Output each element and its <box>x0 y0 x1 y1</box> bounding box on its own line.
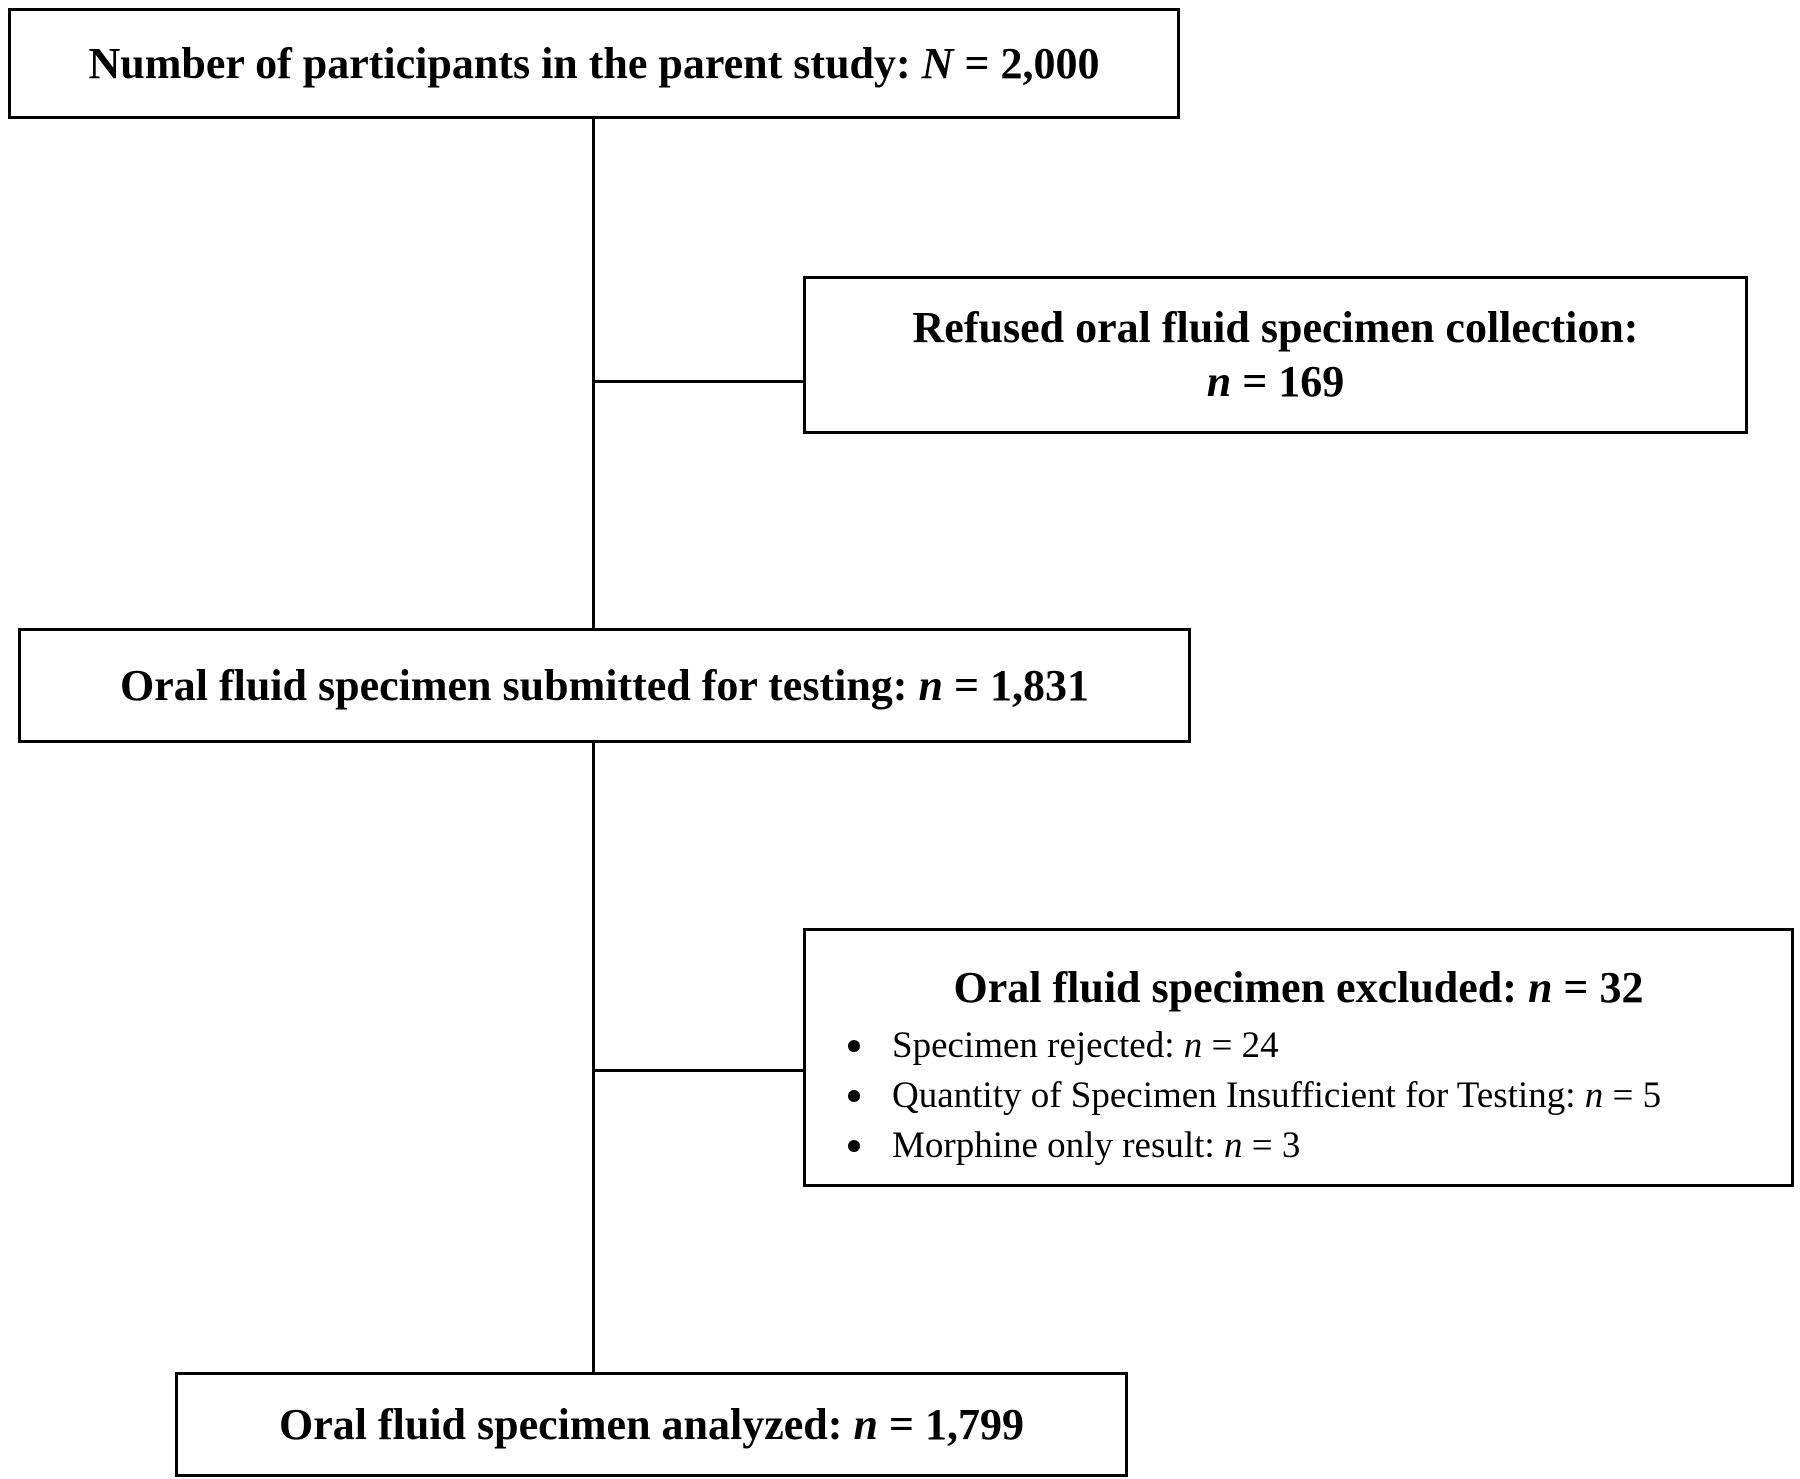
reason-value: 3 <box>1281 1125 1301 1166</box>
submitted-text: Oral fluid specimen submitted for testin… <box>120 659 1089 713</box>
analyzed-label: Oral fluid specimen analyzed: <box>279 1399 843 1449</box>
reason-equals: = <box>1211 1025 1233 1066</box>
refused-count: n = 169 <box>1207 355 1345 409</box>
excluded-label: Oral fluid specimen excluded: <box>953 963 1517 1012</box>
parent-study-equals: = <box>964 38 990 88</box>
parent-study-text: Number of participants in the parent stu… <box>88 37 1099 91</box>
connector-to-excluded <box>592 1069 805 1072</box>
reason-n-symbol: n <box>1223 1125 1243 1166</box>
excluded-reason-item: Morphine only result: n = 3 <box>806 1121 1661 1171</box>
reason-label: Morphine only result: <box>892 1125 1215 1166</box>
submitted-value: 1,831 <box>990 660 1090 710</box>
reason-label: Specimen rejected: <box>892 1025 1175 1066</box>
reason-n-symbol: n <box>1584 1075 1604 1116</box>
submitted-label: Oral fluid specimen submitted for testin… <box>119 660 908 710</box>
refused-equals: = <box>1242 357 1268 406</box>
excluded-n-symbol: n <box>1527 963 1553 1012</box>
analyzed-equals: = <box>888 1399 914 1449</box>
connector-submitted-to-analyzed <box>592 741 595 1374</box>
excluded-equals: = <box>1563 963 1589 1012</box>
bullet-icon <box>848 1090 860 1102</box>
excluded-title: Oral fluid specimen excluded: n = 32 <box>954 961 1644 1015</box>
excluded-reason-item: Quantity of Specimen Insufficient for Te… <box>806 1071 1661 1121</box>
analyzed-value: 1,799 <box>925 1399 1024 1449</box>
submitted-n-symbol: n <box>918 660 943 710</box>
bullet-icon <box>848 1040 860 1052</box>
connector-parent-to-submitted <box>592 117 595 630</box>
excluded-box: Oral fluid specimen excluded: n = 32 Spe… <box>803 928 1794 1187</box>
excluded-value: 32 <box>1599 963 1644 1012</box>
reason-value: 5 <box>1642 1075 1662 1116</box>
analyzed-n-symbol: n <box>853 1399 878 1449</box>
reason-n-symbol: n <box>1183 1025 1203 1066</box>
refused-value: 169 <box>1278 357 1345 406</box>
submitted-equals: = <box>953 660 980 710</box>
parent-study-box: Number of participants in the parent stu… <box>8 8 1180 119</box>
connector-to-refused <box>592 380 805 383</box>
refused-box: Refused oral fluid specimen collection: … <box>803 276 1748 434</box>
reason-value: 24 <box>1241 1025 1279 1066</box>
reason-equals: = <box>1251 1125 1273 1166</box>
analyzed-text: Oral fluid specimen analyzed: n = 1,799 <box>279 1398 1024 1452</box>
reason-label: Quantity of Specimen Insufficient for Te… <box>892 1075 1576 1116</box>
parent-study-value: 2,000 <box>1000 38 1100 88</box>
parent-study-n-symbol: N <box>921 38 954 88</box>
parent-study-label: Number of participants in the parent stu… <box>88 38 911 88</box>
submitted-box: Oral fluid specimen submitted for testin… <box>18 628 1191 743</box>
excluded-reason-item: Specimen rejected: n = 24 <box>806 1021 1661 1071</box>
refused-n-symbol: n <box>1206 357 1232 406</box>
excluded-reasons-list: Specimen rejected: n = 24 Quantity of Sp… <box>806 1021 1661 1171</box>
refused-label: Refused oral fluid specimen collection: <box>912 303 1639 352</box>
bullet-icon <box>848 1140 860 1152</box>
analyzed-box: Oral fluid specimen analyzed: n = 1,799 <box>175 1372 1128 1477</box>
reason-equals: = <box>1612 1075 1634 1116</box>
